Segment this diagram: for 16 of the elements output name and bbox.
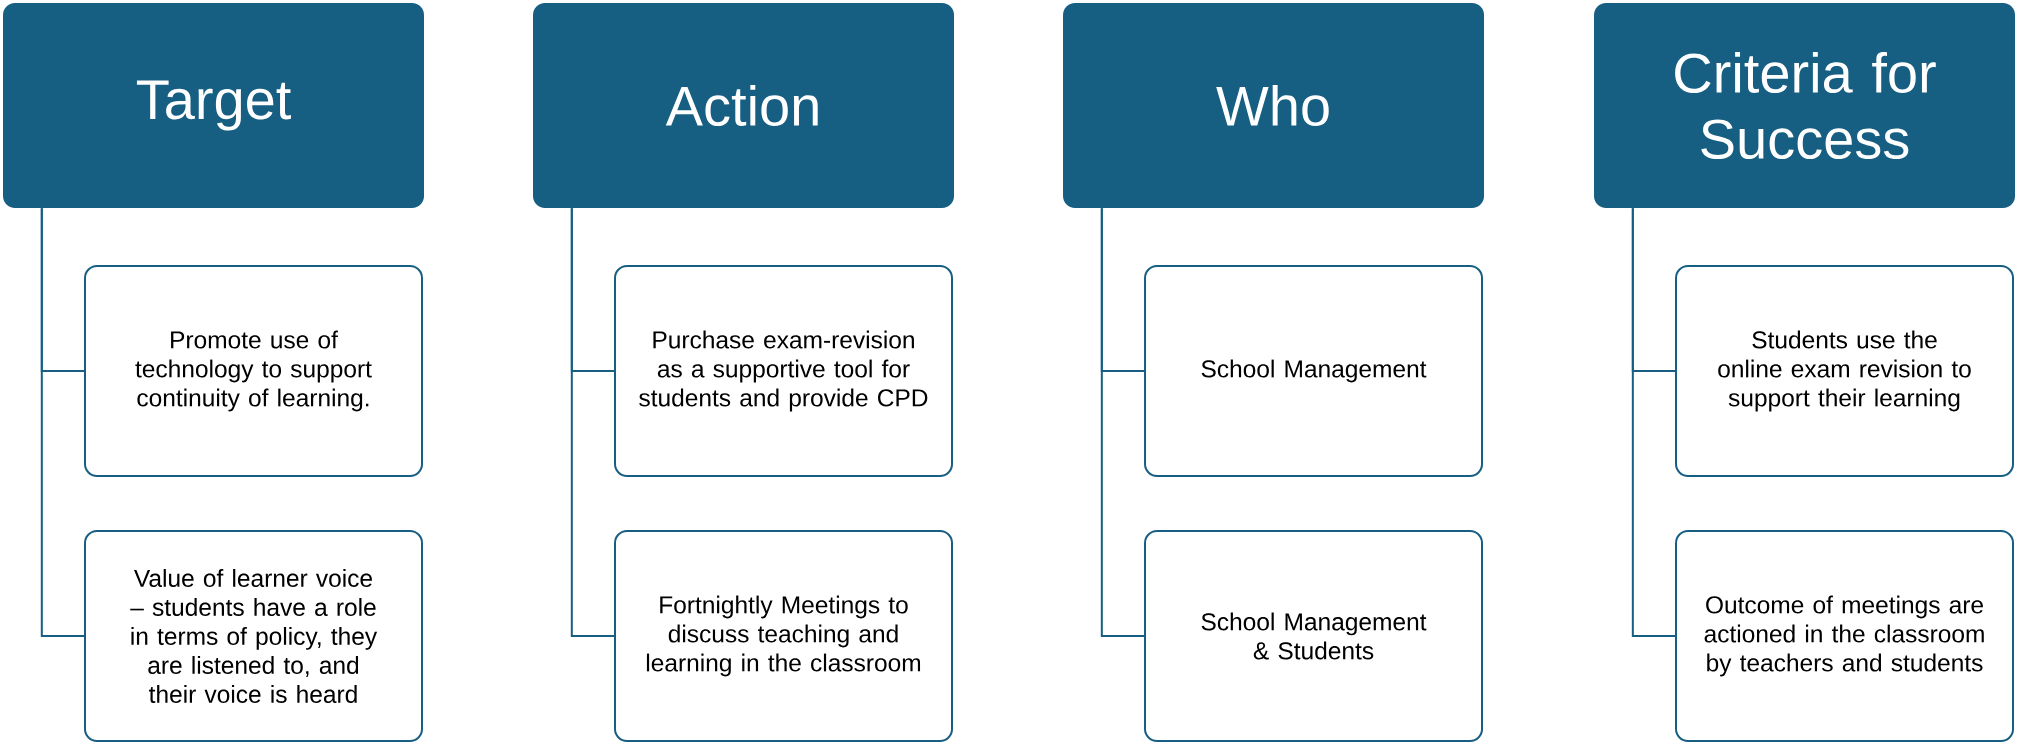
header-box: Criteria for Success [1594,3,2016,208]
header-box: Action [533,3,954,208]
text-box: Purchase exam-revision as a supportive tool for students and provide CPD [614,265,953,477]
text-box: Students use the online exam revision to support their learning [1675,265,2015,477]
header-box: Who [1063,3,1484,208]
connector-line [570,207,615,637]
text-box: Fortnightly Meetings to discuss teaching and learning in the classroom [614,530,953,742]
text-box: School Management & Students [1144,530,1483,742]
text-box: Value of learner voice – students have a role in terms of policy, they are listened to, and their voice is heard [84,530,423,742]
text-box: Promote use of technology to support continuity of learning. [84,265,423,477]
connector-line [1100,207,1145,637]
text-box: Outcome of meetings are actioned in the classroom by teachers and students [1675,530,2015,742]
header-box: Target [3,3,424,208]
connector-line [1631,207,1677,637]
text-box: School Management [1144,265,1483,477]
connector-line [40,207,85,637]
